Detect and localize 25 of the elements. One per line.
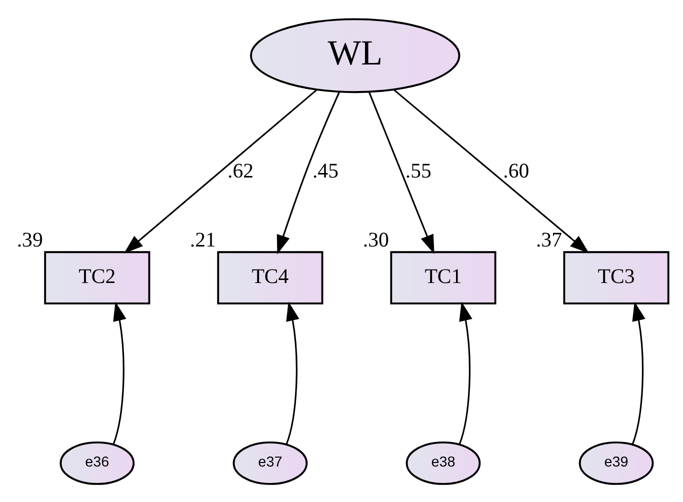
node-label: .39 [16, 226, 43, 251]
arrow [393, 88, 590, 253]
arrow [276, 90, 340, 254]
edge-label: .45 [312, 158, 338, 182]
node-ellipse: WL [250, 18, 460, 93]
node-ellipse: e36 [60, 440, 135, 484]
arrow [368, 91, 434, 254]
node-ellipse: e38 [406, 440, 481, 484]
arrow [632, 301, 646, 444]
node-ellipse: e39 [578, 440, 654, 484]
edge-label: .60 [503, 158, 530, 182]
arrow [458, 301, 472, 444]
node-box: TC1 [390, 250, 496, 304]
arrow [124, 88, 318, 253]
node-ellipse: e37 [232, 440, 308, 484]
node-label: .37 [536, 226, 562, 251]
node-box: TC2 [44, 250, 150, 304]
edge-label: .55 [405, 158, 432, 182]
edge-label: .62 [228, 158, 254, 182]
node-label: .21 [190, 226, 216, 251]
node-box: TC4 [217, 250, 324, 304]
arrow [286, 301, 300, 444]
arrow [112, 301, 126, 444]
node-box: TC3 [563, 250, 670, 304]
node-label: .30 [362, 226, 389, 251]
